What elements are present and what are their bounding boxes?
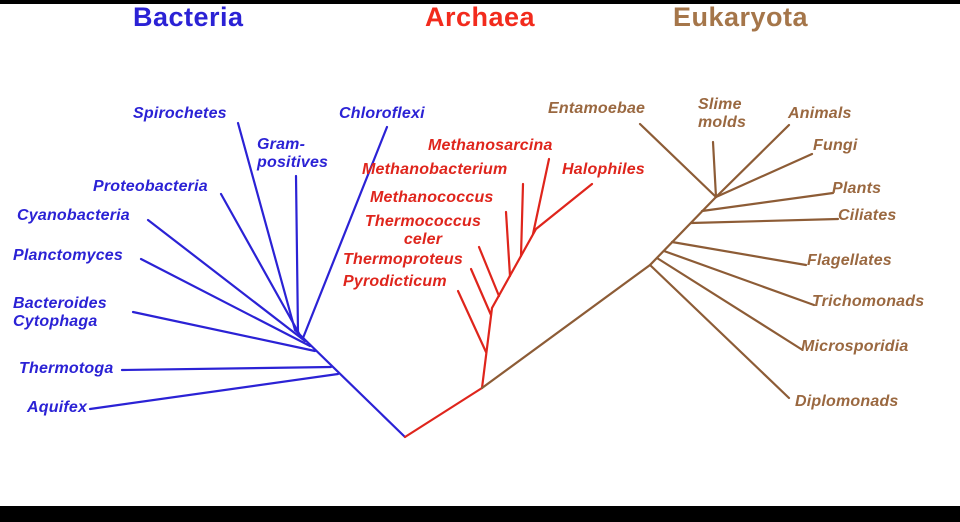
taxon-proteobacteria: Proteobacteria [93,178,208,195]
taxon-thermoproteus: Thermoproteus [343,251,463,268]
branch-thermococcus-celer [477,245,501,298]
domain-header-archaea: Archaea [425,2,536,32]
taxon-flagellates: Flagellates [807,252,892,269]
taxon-trichomonads: Trichomonads [812,293,925,310]
taxon-methanococcus: Methanococcus [370,189,494,206]
branch-slime-molds [711,140,718,199]
branch-pyrodicticum [456,289,488,354]
branch-methanobacterium [519,182,525,258]
taxon-cyanobacteria: Cyanobacteria [17,207,130,224]
branch-planctomyces [139,257,312,348]
branch-methanosarcina [531,157,551,236]
taxon-animals: Animals [788,105,852,122]
letterbox-top-bar [0,0,960,4]
branch-bacteria-trunk [293,328,407,439]
branch-trichomonads [662,249,816,307]
taxon-thermococcus-celer: Thermococcus celer [364,213,482,248]
taxon-bacteroides-cytophaga: Bacteroides Cytophaga [13,295,107,330]
taxon-ciliates: Ciliates [838,207,897,224]
branch-thermoproteus [469,267,493,317]
taxon-gram-positives: Gram- positives [257,136,329,171]
taxon-aquifex: Aquifex [27,399,88,416]
taxon-slime-molds: Slime molds [698,96,747,131]
taxon-methanosarcina: Methanosarcina [428,137,553,154]
branch-chloroflexi [301,125,389,340]
branch-microsporidia [655,256,803,351]
bacteria-branches [88,121,407,439]
branch-methanococcus [504,210,512,278]
branch-diplomonads [648,263,791,400]
taxon-entamoebae: Entamoebae [548,100,646,117]
letterbox-bottom-bar [0,506,960,522]
taxon-spirochetes: Spirochetes [133,105,227,122]
branch-thermotoga [120,365,333,372]
eukaryota-branches [480,122,840,400]
branch-eukaryota-stem [480,195,718,390]
taxon-diplomonads: Diplomonads [795,393,899,410]
branch-flagellates [670,240,808,267]
branch-plants [700,191,835,213]
branch-fungi [714,152,814,199]
branch-entamoebae [638,122,718,199]
taxon-microsporidia: Microsporidia [801,338,909,355]
taxon-pyrodicticum: Pyrodicticum [343,273,447,290]
branch-gram-positives [294,174,300,335]
archaea-branches [403,157,594,439]
taxon-thermotoga: Thermotoga [19,360,114,377]
branch-cyanobacteria [146,218,307,343]
domain-header-bacteria: Bacteria [133,2,244,32]
branch-animals [714,123,791,199]
branch-spirochetes [236,121,297,332]
branch-proteobacteria [219,192,303,339]
taxon-fungi: Fungi [813,137,858,154]
branch-archaea-trunk [403,386,484,439]
domain-header-eukaryota: Eukaryota [673,2,809,32]
taxon-chloroflexi: Chloroflexi [339,105,425,122]
taxon-planctomyces: Planctomyces [13,247,124,264]
taxon-halophiles: Halophiles [562,161,645,178]
branch-aquifex [88,372,340,411]
taxon-methanobacterium: Methanobacterium [362,161,508,178]
branch-bacteroides-cytophaga [131,310,317,353]
branch-archaea-stem-halophiles [480,182,594,390]
branch-ciliates [689,217,840,225]
taxon-plants: Plants [832,180,882,197]
